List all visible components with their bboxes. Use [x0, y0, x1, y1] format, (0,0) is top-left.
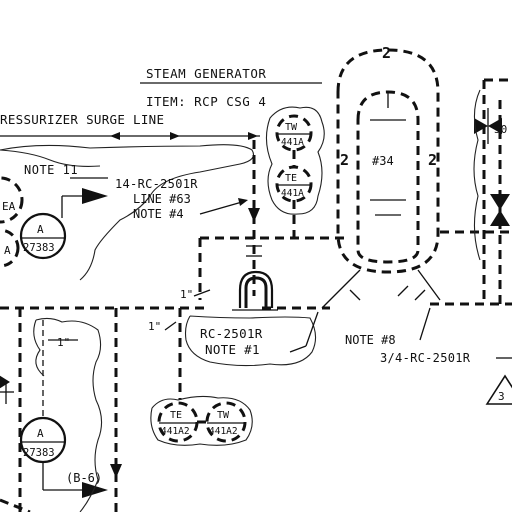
- instrument-tw-441a[interactable]: TW 441A: [275, 114, 313, 152]
- pipe-3-4-label: 3/4-RC-2501R: [380, 351, 471, 365]
- title-line-1: STEAM GENERATOR: [146, 66, 266, 81]
- revision-number-top: 2: [382, 44, 391, 62]
- instrument-partial-ea[interactable]: EA: [0, 176, 24, 224]
- valve-50[interactable]: 50: [474, 108, 507, 144]
- note-1-label: NOTE #1: [205, 342, 260, 357]
- instrument-tw-441a2[interactable]: TW 441A2: [205, 401, 247, 443]
- vessel-id-label: #34: [372, 154, 394, 168]
- one-inch-label-b: 1": [148, 320, 161, 333]
- flow-arrow-icon: [248, 208, 260, 222]
- svg-text:EA: EA: [2, 200, 16, 213]
- note-4-label: NOTE #4: [133, 207, 184, 221]
- surge-line: RESSURIZER SURGE LINE: [0, 112, 260, 140]
- note-11-label: NOTE 11: [24, 163, 78, 177]
- revision-cloud-lower-left: [35, 317, 103, 512]
- steam-generator-vessel[interactable]: #34: [336, 48, 440, 274]
- revision-number-right: 2: [428, 151, 437, 169]
- note-8-label: NOTE #8: [345, 333, 396, 347]
- title-line-2: ITEM: RCP CSG 4: [146, 94, 266, 109]
- valve-left[interactable]: [0, 372, 14, 404]
- revision-cloud-left: [0, 144, 255, 281]
- svg-text:A: A: [37, 427, 44, 440]
- instrument-a-27383-top[interactable]: A 27383: [19, 212, 67, 260]
- title-block: STEAM GENERATOR ITEM: RCP CSG 4: [140, 66, 322, 109]
- flow-arrow-icon: [110, 464, 122, 478]
- revision-triangle: 3: [485, 374, 512, 405]
- surge-line-label: RESSURIZER SURGE LINE: [0, 112, 164, 127]
- svg-text:A: A: [37, 223, 44, 236]
- svg-text:50: 50: [494, 123, 507, 136]
- instrument-partial-a[interactable]: A: [0, 228, 20, 268]
- svg-text:TE: TE: [285, 173, 297, 184]
- pipe-14-label: 14-RC-2501R: [115, 177, 198, 191]
- svg-text:3: 3: [498, 390, 505, 403]
- svg-text:441A: 441A: [281, 188, 304, 199]
- revision-number-left: 2: [340, 151, 349, 169]
- svg-text:441A2: 441A2: [209, 426, 238, 437]
- rc-2501r-label: RC-2501R: [200, 326, 263, 341]
- b6-label: (B-6): [66, 471, 102, 485]
- svg-text:TW: TW: [217, 410, 230, 421]
- instrument-a-27383-bottom[interactable]: A 27383: [19, 416, 67, 464]
- valve-right-lower[interactable]: [490, 194, 510, 226]
- revision-cloud-tw-te: [265, 106, 325, 215]
- one-inch-label-c: 1": [57, 336, 70, 349]
- flow-arrow-icon: [82, 482, 108, 498]
- svg-text:A: A: [4, 244, 11, 257]
- instrument-te-441a[interactable]: TE 441A: [275, 165, 313, 203]
- one-inch-label-a: 1": [180, 288, 193, 301]
- svg-text:TW: TW: [285, 122, 298, 133]
- line-63-label: LINE #63: [133, 192, 191, 206]
- instrument-te-441a2[interactable]: TE 441A2: [157, 401, 199, 443]
- loop-seal: [244, 276, 268, 308]
- svg-text:27383: 27383: [23, 242, 55, 254]
- svg-text:TE: TE: [170, 410, 182, 421]
- svg-text:441A: 441A: [281, 137, 304, 148]
- revision-cloud-center: [184, 315, 317, 367]
- svg-text:441A2: 441A2: [161, 426, 190, 437]
- flow-arrow-icon: [82, 188, 108, 204]
- dashed-piping: [0, 78, 512, 512]
- svg-text:27383: 27383: [23, 447, 55, 459]
